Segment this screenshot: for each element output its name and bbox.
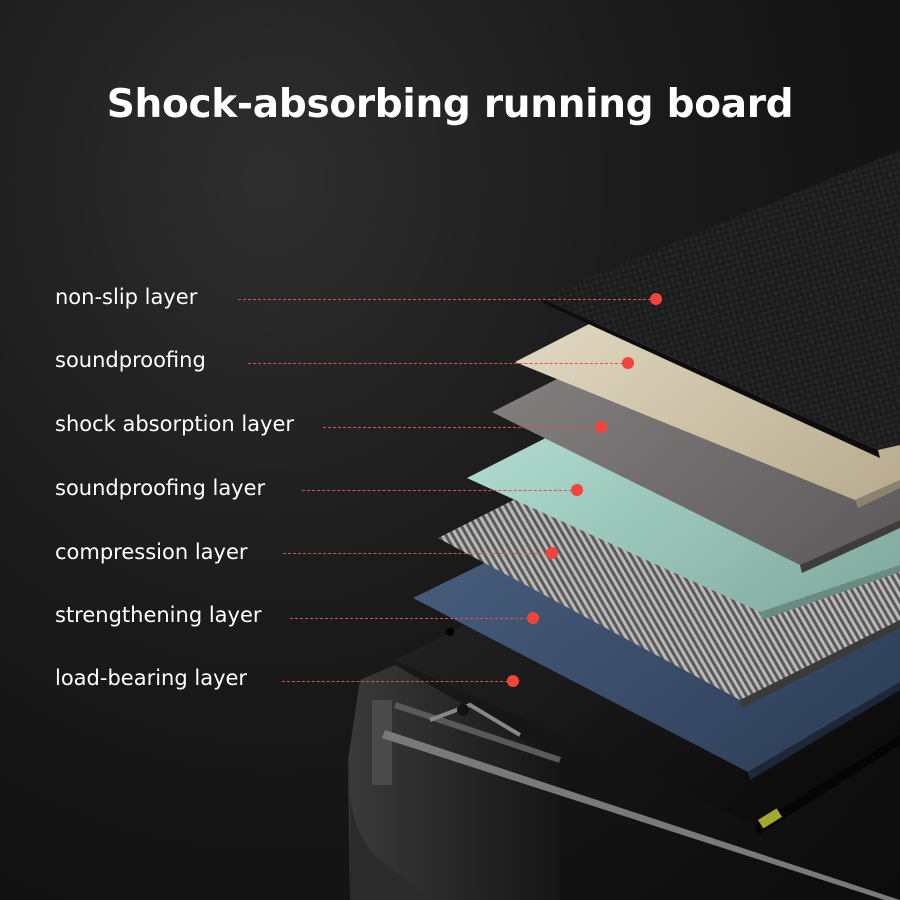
treadmill-frame <box>348 665 900 900</box>
label-strengthening-layer: strengthening layer <box>55 603 262 627</box>
marker-dot <box>507 675 519 687</box>
label-load-bearing-layer: load-bearing layer <box>55 666 248 690</box>
marker-dot <box>595 421 607 433</box>
leader-line <box>282 681 513 682</box>
label-soundproofing-layer: soundproofing layer <box>55 476 266 500</box>
label-compression-layer: compression layer <box>55 540 248 564</box>
label-non-slip-layer: non-slip layer <box>55 285 198 309</box>
leader-line <box>248 363 628 364</box>
marker-dot <box>527 612 539 624</box>
marker-dot <box>622 357 634 369</box>
leader-line <box>238 299 656 300</box>
marker-dot <box>650 293 662 305</box>
leader-line <box>290 618 533 619</box>
label-soundproofing: soundproofing <box>55 348 206 372</box>
marker-dot <box>546 547 558 559</box>
leader-line <box>302 490 577 491</box>
leader-line <box>283 553 552 554</box>
page-title: Shock-absorbing running board <box>106 82 794 127</box>
marker-dot <box>571 484 583 496</box>
non-slip-board <box>540 150 900 458</box>
label-shock-absorption-layer: shock absorption layer <box>55 412 295 436</box>
leader-line <box>323 427 601 428</box>
